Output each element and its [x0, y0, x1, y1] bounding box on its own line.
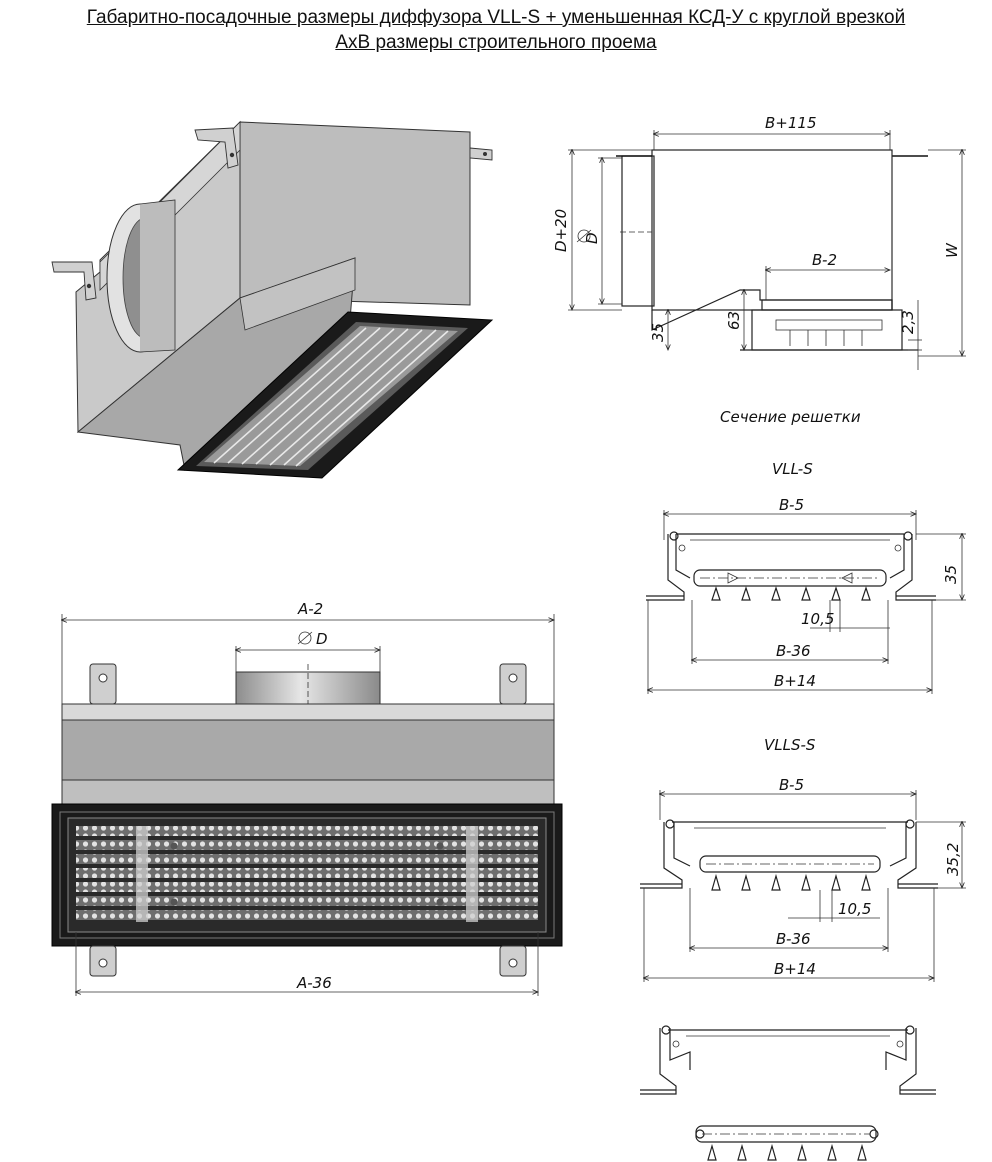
vlls-dim-b36: B-36	[776, 642, 811, 660]
front-dim-a2: A-2	[297, 600, 323, 618]
section-caption: Сечение решетки	[720, 408, 861, 426]
front-dim-a36: A-36	[296, 974, 332, 992]
dim-23-label: 2,3	[899, 310, 917, 334]
vllss-dim-b36: B-36	[776, 930, 811, 948]
front-dim-d: D	[316, 630, 328, 648]
front-view: A-2 D	[51, 600, 563, 996]
vlls-dim-b14: B+14	[774, 672, 816, 690]
bracket-icon	[499, 945, 527, 977]
vllss-section: VLLS-S B-5 35,2 10,5 B-36	[640, 736, 966, 982]
dim-d-label: D	[583, 232, 601, 244]
title-line-1: Габаритно-посадочные размеры диффузора V…	[86, 7, 906, 28]
vllss-label: VLLS-S	[764, 736, 816, 754]
title-line-2: AxB размеры строительного проема	[335, 32, 657, 53]
dim-w-label: W	[943, 242, 961, 258]
vlls-dim-105: 10,5	[801, 610, 834, 628]
vllss-dim-b5: B-5	[779, 776, 804, 794]
dim-35-label: 35	[649, 323, 667, 342]
side-view: B+115 D+20 D W B-2 63 35 2,3	[552, 114, 966, 370]
vllss-dim-352: 35,2	[944, 843, 962, 876]
bracket-icon	[194, 127, 239, 169]
diameter-icon	[297, 631, 313, 645]
vlls-dim-b5: B-5	[779, 496, 804, 514]
vlls-dim-35: 35	[942, 565, 960, 584]
grille-slots	[76, 826, 538, 920]
bracket-icon	[499, 663, 527, 705]
dim-b2-label: B-2	[812, 251, 837, 269]
isometric-view	[51, 120, 494, 479]
vlls-label: VLL-S	[772, 460, 813, 478]
exploded-section	[640, 1025, 936, 1161]
bracket-icon	[89, 663, 117, 705]
vllss-dim-105: 10,5	[838, 900, 871, 918]
dim-d20-label: D+20	[552, 209, 570, 252]
vllss-dim-b14: B+14	[774, 960, 816, 978]
bracket-icon	[89, 945, 117, 977]
diameter-icon	[576, 229, 592, 243]
vlls-section: VLL-S B-5 35	[646, 460, 966, 694]
dim-63-label: 63	[725, 311, 743, 330]
dim-b115-label: B+115	[765, 114, 817, 132]
